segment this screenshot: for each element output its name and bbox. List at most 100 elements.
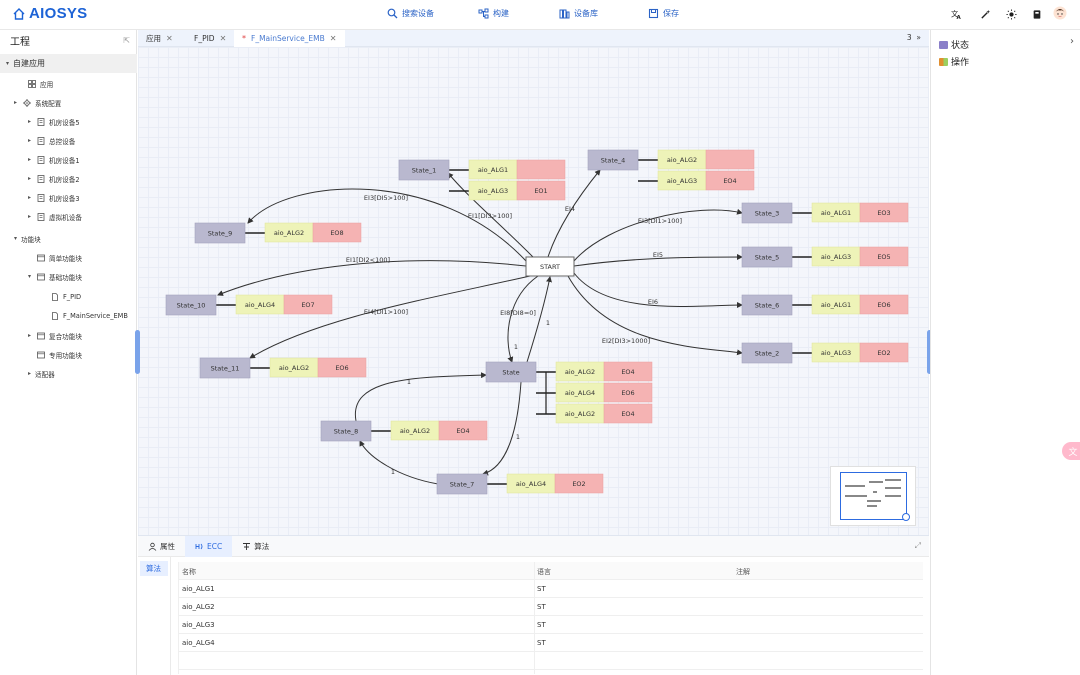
action-output-event[interactable]	[283, 294, 333, 315]
caret-down-icon[interactable]: ▾	[5, 60, 9, 67]
build-button[interactable]: 构建	[478, 8, 509, 19]
edge-start-state11[interactable]	[249, 275, 531, 359]
edge-state8-state[interactable]	[354, 372, 487, 422]
tab-ecc[interactable]: ECC	[185, 535, 233, 557]
edge-start-state2[interactable]	[567, 275, 743, 356]
action-output-event[interactable]	[859, 202, 909, 223]
tab-overflow[interactable]: 3 »	[907, 33, 921, 42]
column-header[interactable]: 注解	[736, 568, 750, 576]
tree-item-basic-fb[interactable]: ▾ 基础功能块	[0, 267, 137, 286]
expand-icon[interactable]: ⤢	[914, 541, 921, 550]
tab-algorithm[interactable]: 算法	[232, 536, 279, 557]
outline-item-actions[interactable]: 操作	[939, 55, 969, 68]
tree-item-function-blocks[interactable]: ▾ 功能块	[0, 229, 137, 248]
search-device-button[interactable]: 搜索设备	[387, 8, 434, 19]
tab-f-mainservice-emb[interactable]: * F_MainService_EMB ✕	[234, 30, 345, 47]
table-row[interactable]: aio_ALG4 ST	[178, 634, 923, 652]
tree-item-fb-file[interactable]: F_MainService_EMB	[0, 306, 137, 325]
edge-state-start[interactable]	[526, 276, 552, 363]
action-output-event[interactable]	[438, 420, 488, 441]
tree-item-device[interactable]: ▸ 机房设备3	[0, 188, 137, 207]
tree-item-composite-fb[interactable]: ▸ 复合功能块	[0, 326, 137, 345]
action-output-event[interactable]	[859, 246, 909, 267]
action-output-event[interactable]	[603, 403, 653, 424]
tree-item-system-config[interactable]: ▸ 系统配置	[0, 93, 137, 112]
column-header[interactable]: 语言	[537, 568, 551, 576]
tree-item-fb-file[interactable]: F_PID	[0, 287, 137, 306]
app-logo[interactable]: AIOSYS	[12, 5, 87, 22]
caret-right-icon[interactable]: ▸	[27, 118, 31, 125]
edge-start-state1[interactable]	[447, 172, 534, 258]
close-icon[interactable]: ✕	[166, 34, 173, 43]
avatar[interactable]	[1053, 6, 1067, 20]
action-output-event[interactable]	[312, 222, 362, 243]
action-output-event[interactable]	[516, 159, 566, 180]
tab-f-pid[interactable]: F_PID ✕	[186, 30, 234, 47]
action-output-event[interactable]	[516, 180, 566, 201]
caret-right-icon[interactable]: ▸	[27, 137, 31, 144]
tree-item-app[interactable]: 应用	[0, 74, 137, 93]
floating-translate-button[interactable]: 文	[1062, 442, 1080, 460]
device-library-button[interactable]: 设备库	[559, 8, 598, 19]
state-node[interactable]	[741, 342, 793, 364]
tab-app[interactable]: 应用 ✕	[138, 30, 181, 47]
tree-item-device[interactable]: ▸ 机房设备2	[0, 169, 137, 188]
tree-item-device[interactable]: ▸ 机房设备1	[0, 150, 137, 169]
state-node[interactable]	[320, 420, 372, 442]
tab-properties[interactable]: 属性	[138, 536, 185, 557]
edge-start-state5[interactable]	[573, 254, 743, 267]
edge-start-state4[interactable]	[547, 169, 601, 258]
state-node[interactable]	[398, 159, 450, 181]
caret-down-icon[interactable]: ▾	[27, 273, 31, 280]
caret-right-icon[interactable]: ▸	[27, 156, 31, 163]
tree-item-custom-app[interactable]: ▾ 自建应用	[0, 54, 137, 73]
caret-right-icon[interactable]: ▸	[27, 213, 31, 220]
edge-start-state6[interactable]	[573, 272, 743, 309]
edge-start-state[interactable]	[507, 275, 539, 363]
action-output-event[interactable]	[705, 170, 755, 191]
save-button[interactable]: 保存	[648, 8, 679, 19]
caret-down-icon[interactable]: ▾	[13, 235, 17, 242]
column-header[interactable]: 名称	[182, 568, 196, 576]
action-output-event[interactable]	[603, 361, 653, 382]
state-node[interactable]	[194, 222, 246, 244]
tree-item-special-fb[interactable]: 专用功能块	[0, 345, 137, 364]
caret-right-icon[interactable]: ▸	[27, 370, 31, 377]
caret-right-icon[interactable]: ▸	[27, 194, 31, 201]
action-output-event[interactable]	[554, 473, 604, 494]
edge-start-state3[interactable]	[573, 208, 743, 262]
action-output-event[interactable]	[859, 294, 909, 315]
table-row[interactable]: aio_ALG1 ST	[178, 580, 923, 598]
minimap[interactable]	[830, 466, 916, 526]
minimap-resize-handle[interactable]	[902, 513, 910, 521]
caret-right-icon[interactable]: ▸	[27, 332, 31, 339]
state-node[interactable]	[199, 357, 251, 379]
notebook-icon[interactable]	[1031, 8, 1043, 20]
edge-start-state10[interactable]	[217, 260, 527, 296]
magic-wand-icon[interactable]	[979, 8, 991, 20]
minimap-viewport[interactable]	[840, 472, 907, 520]
tree-item-device[interactable]: ▸ 机房设备5	[0, 112, 137, 131]
tree-item-adapter[interactable]: ▸ 适配器	[0, 364, 137, 383]
tree-item-simple-fb[interactable]: 简单功能块	[0, 248, 137, 267]
table-row[interactable]: aio_ALG2 ST	[178, 598, 923, 616]
edge-start-state9[interactable]	[247, 188, 527, 262]
action-output-event[interactable]	[603, 382, 653, 403]
right-resize-handle[interactable]	[927, 330, 932, 374]
collapse-panel-icon[interactable]: ⇱	[123, 35, 130, 45]
state-node[interactable]	[741, 246, 793, 268]
edge-state7-state8[interactable]	[359, 440, 439, 485]
close-icon[interactable]: ✕	[329, 34, 337, 43]
edge-state-state7[interactable]	[482, 381, 522, 476]
state-node[interactable]	[436, 473, 488, 495]
sun-icon[interactable]	[1005, 8, 1017, 20]
algorithm-side-tab[interactable]: 算法	[140, 561, 168, 576]
state-node[interactable]	[741, 294, 793, 316]
start-node[interactable]	[525, 256, 575, 277]
action-output-event[interactable]	[859, 342, 909, 363]
caret-right-icon[interactable]: ▸	[27, 175, 31, 182]
caret-right-icon[interactable]: ▸	[13, 99, 17, 106]
outline-item-states[interactable]: 状态	[939, 38, 969, 51]
